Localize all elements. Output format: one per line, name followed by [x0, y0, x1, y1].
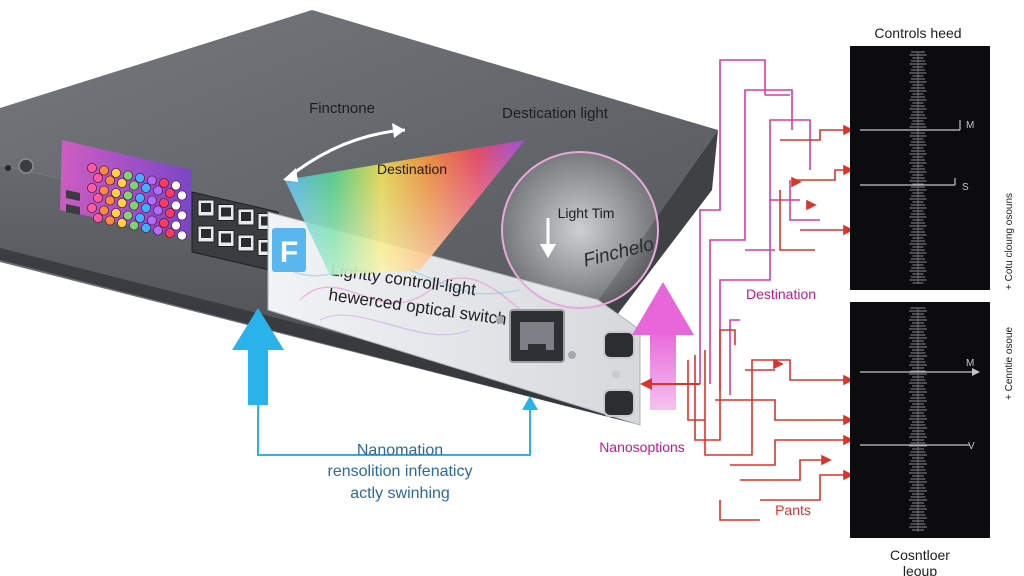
caption-line-3: actly swinhing — [350, 485, 450, 502]
scope-tag-2: S — [962, 182, 969, 193]
hex-led — [128, 220, 139, 231]
cyan-feedback-path — [232, 308, 538, 456]
panel-badge-text: F — [280, 236, 298, 269]
hex-led — [87, 202, 98, 213]
light-beam — [283, 123, 525, 275]
hex-led — [117, 177, 128, 188]
label-nanosoptions: Nanosoptions — [599, 439, 685, 455]
red-circuit-bottom — [687, 329, 854, 521]
caption-line-1: Nanomation — [357, 442, 443, 459]
caption-line-2: rensolition infenaticy — [328, 463, 473, 480]
label-light-tim: Light Tim — [558, 205, 615, 221]
hex-led — [170, 180, 181, 191]
hex-led — [176, 190, 187, 201]
magenta-up-arrow-icon — [632, 282, 694, 410]
hex-led — [87, 182, 98, 193]
hex-led — [123, 170, 134, 181]
hex-led — [146, 175, 157, 186]
hex-led — [111, 167, 122, 178]
hex-led — [105, 195, 116, 206]
hex-led-grid — [87, 162, 187, 241]
red-circuit-top — [779, 124, 854, 251]
hex-led — [93, 212, 104, 223]
hex-led — [111, 207, 122, 218]
hex-led — [134, 192, 145, 203]
side-note-bottom: + Cenntie osoue — [1004, 326, 1015, 400]
hex-led — [140, 202, 151, 213]
chassis-front-shade — [0, 248, 640, 425]
hex-led — [117, 197, 128, 208]
scope-tag-1: M — [966, 120, 974, 131]
hex-led — [146, 215, 157, 226]
hex-led — [158, 217, 169, 228]
ethernet-port-block — [191, 191, 279, 273]
hex-led — [99, 185, 110, 196]
hex-led — [128, 200, 139, 211]
hex-led — [105, 215, 116, 226]
side-note-top: + Cotu cloung osouns — [1004, 193, 1015, 290]
hex-led — [140, 222, 151, 233]
scope-panel-bottom: M V — [850, 302, 990, 538]
hex-led — [111, 187, 122, 198]
hex-led — [99, 165, 110, 176]
hex-led — [164, 207, 175, 218]
label-pants: Pants — [775, 502, 811, 518]
magenta-circuit — [699, 59, 820, 395]
reset-hole — [5, 165, 11, 171]
hex-led — [152, 205, 163, 216]
hex-led — [99, 205, 110, 216]
scope-tag-4: V — [968, 441, 975, 452]
hex-led — [146, 195, 157, 206]
rotation-arrow-icon — [284, 128, 406, 182]
label-controls-head: Controls heed — [874, 25, 961, 41]
hex-led — [123, 210, 134, 221]
hex-led — [158, 177, 169, 188]
led-module — [60, 140, 192, 241]
hex-led — [158, 197, 169, 208]
hex-led — [176, 230, 187, 241]
label-destination-center: Destination — [377, 161, 447, 177]
hex-led — [164, 227, 175, 238]
label-controller-line-2: leoup — [903, 563, 937, 576]
hex-led — [87, 162, 98, 173]
hex-led — [134, 212, 145, 223]
light-lens: Light Tim Finchelo — [501, 151, 659, 309]
hex-led — [105, 175, 116, 186]
badge-f — [272, 228, 306, 272]
label-destination-light: Destication light — [502, 105, 609, 122]
side-port-top — [603, 331, 635, 359]
hex-led — [176, 210, 187, 221]
hex-led — [93, 192, 104, 203]
hex-led — [152, 185, 163, 196]
hex-led — [93, 172, 104, 183]
hex-led — [134, 172, 145, 183]
hex-led — [140, 182, 151, 193]
power-led — [18, 158, 34, 174]
hex-led — [164, 187, 175, 198]
hex-led — [117, 217, 128, 228]
label-top-function: Finctnone — [309, 100, 375, 117]
hex-led — [170, 220, 181, 231]
side-port-bottom — [603, 389, 635, 417]
label-destination-right: Destination — [746, 286, 816, 302]
scope-panel-top: M S — [850, 46, 990, 290]
hex-led — [152, 225, 163, 236]
cyan-up-arrow-icon — [232, 308, 284, 405]
hex-led — [123, 190, 134, 201]
scope-tag-3: M — [966, 358, 974, 369]
hex-led — [170, 200, 181, 211]
label-controller-line-1: Cosntloer — [890, 547, 950, 563]
hex-led — [128, 180, 139, 191]
